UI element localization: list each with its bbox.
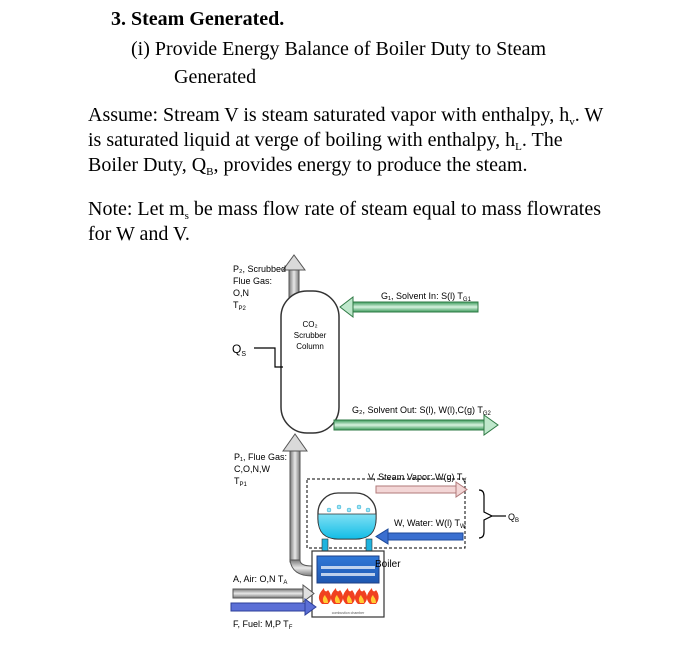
p1-label-3: TP1: [234, 476, 248, 488]
qb-bracket: [478, 489, 506, 539]
note-text: be mass flow rate of steam equal to mass…: [188, 198, 602, 220]
hl-subscript: L: [515, 141, 522, 153]
p1-label-2: C,O,N,W: [234, 464, 271, 474]
subheading-line1: (i) Provide Energy Balance of Boiler Dut…: [131, 37, 546, 61]
assume-line3: Boiler Duty, QB, provides energy to prod…: [88, 153, 528, 178]
v-steam-label: V, Steam Vapor: W(g) TV: [368, 472, 466, 484]
boiler-label: Boiler: [375, 559, 401, 570]
note-line2: for W and V.: [88, 222, 190, 246]
g2-label: G₂, Solvent Out: S(l), W(l),C(g) TG2: [352, 405, 492, 417]
column-label-3: Column: [296, 342, 324, 351]
p2-label-1: P₂, Scrubbed: [233, 264, 286, 274]
p1-flue-gas-pipe: [282, 433, 319, 577]
g2-solvent-out-arrow: [333, 414, 499, 436]
assume-text: Boiler Duty, Q: [88, 154, 207, 176]
fuel-inlet-arrow: [230, 598, 317, 616]
fuel-label: F, Fuel: M,P TF: [233, 619, 293, 631]
assume-line2: is saturated liquid at verge of boiling …: [88, 128, 563, 153]
qs-heat-line: [254, 347, 283, 368]
assume-text: . The: [521, 129, 563, 151]
v-steam-vapor-arrow: [375, 481, 468, 498]
p2-label-3: O,N: [233, 288, 249, 298]
boiler-drum: [317, 492, 377, 540]
g1-label: G₁, Solvent In: S(l) TG1: [381, 291, 472, 303]
p1-label-1: P₁, Flue Gas:: [234, 452, 287, 462]
note-line1: Note: Let ms be mass flow rate of steam …: [88, 197, 602, 222]
column-label-1: CO₂: [302, 320, 317, 329]
p2-label-4: TP2: [233, 300, 247, 312]
qb-label: QB: [508, 512, 519, 524]
section-heading: 3. Steam Generated.: [111, 7, 284, 31]
g1-solvent-in-arrow: [339, 295, 479, 319]
hv-subscript: v: [569, 116, 575, 128]
p2-label-2: Flue Gas:: [233, 276, 272, 286]
combustion-chamber: [311, 550, 385, 618]
qs-label: QS: [232, 342, 246, 358]
flame-icon: [318, 588, 379, 604]
assume-text: Assume: Stream V is steam saturated vapo…: [88, 104, 570, 126]
note-text: Note: Let m: [88, 198, 185, 220]
air-label: A, Air: O,N TA: [233, 574, 287, 586]
ms-subscript: s: [184, 210, 189, 222]
note-text: for W and V.: [88, 223, 190, 245]
qb-subscript: B: [206, 166, 214, 178]
assume-line1: Assume: Stream V is steam saturated vapo…: [88, 103, 604, 128]
boiler-boundary: [306, 478, 466, 549]
column-label-2: Scrubber: [294, 331, 327, 340]
subheading-line2: Generated: [174, 65, 256, 89]
heading-text: 3. Steam Generated.: [111, 8, 285, 30]
assume-text: is saturated liquid at verge of boiling …: [88, 129, 516, 151]
combustion-label: combustion chamber: [332, 611, 365, 615]
subheading-text-2: Generated: [174, 66, 257, 88]
assume-text: , provides energy to produce the steam.: [213, 154, 528, 176]
scrubber-column: [280, 290, 340, 434]
air-inlet-arrow: [232, 583, 315, 604]
w-water-label: W, Water: W(l) TW: [394, 518, 466, 530]
assume-text: . W: [574, 104, 604, 126]
diagram-labels: P₂, Scrubbed Flue Gas: O,N TP2 CO₂ Scrub…: [232, 264, 519, 631]
subheading-text-1: (i) Provide Energy Balance of Boiler Dut…: [131, 38, 547, 60]
w-water-arrow: [375, 528, 464, 545]
